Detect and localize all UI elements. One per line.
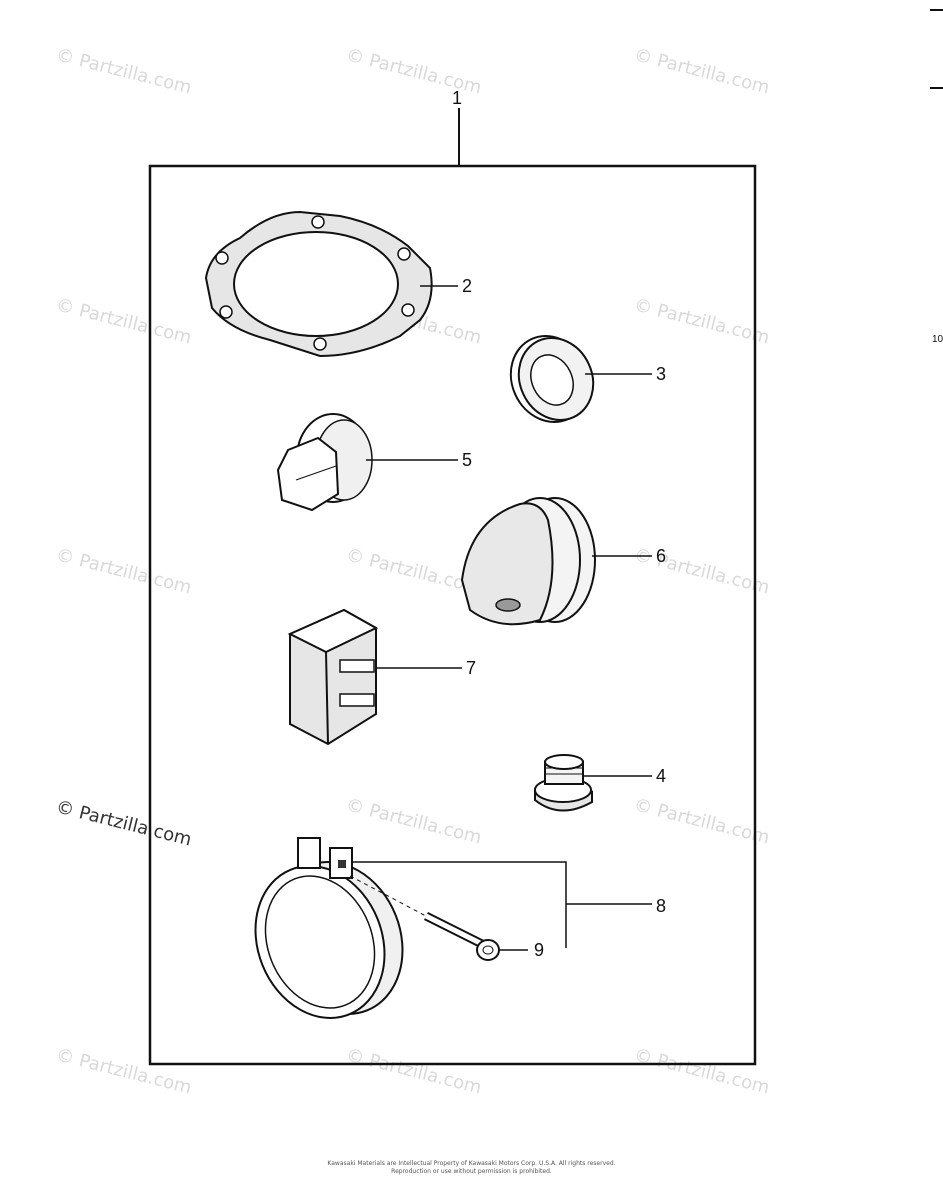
callout-7: 7	[466, 658, 476, 678]
watermark-layer: © Partzilla.com © Partzilla.com © Partzi…	[54, 44, 772, 1098]
band-clamp-icon	[254, 837, 404, 1019]
watermark: © Partzilla.com	[632, 44, 772, 98]
gasket-icon	[204, 210, 433, 358]
copyright-notice: Kawasaki Materials are Intellectual Prop…	[0, 1160, 943, 1176]
screw-icon	[423, 911, 500, 961]
watermark: © Partzilla.com	[632, 1044, 772, 1098]
copyright-line: Kawasaki Materials are Intellectual Prop…	[327, 1160, 616, 1167]
watermark: © Partzilla.com	[632, 794, 772, 848]
rubber-plug-icon	[276, 413, 373, 512]
callout-9: 9	[534, 940, 544, 960]
callout-8: 8	[656, 896, 666, 916]
watermark: © Partzilla.com	[54, 44, 194, 98]
callout-3: 3	[656, 364, 666, 384]
callout-5: 5	[462, 450, 472, 470]
callout-1: 1	[452, 88, 462, 108]
watermark: © Partzilla.com	[344, 44, 484, 98]
watermark: © Partzilla.com	[54, 544, 194, 598]
rubber-block-icon	[287, 608, 379, 746]
watermark-prominent: © Partzilla.com	[54, 796, 194, 850]
leader-8	[352, 861, 652, 948]
watermark: © Partzilla.com	[54, 294, 194, 348]
callout-2: 2	[462, 276, 472, 296]
watermark: © Partzilla.com	[344, 794, 484, 848]
watermark: © Partzilla.com	[344, 1044, 484, 1098]
copyright-line: Reproduction or use without permission i…	[391, 1168, 552, 1175]
screw-axis-line	[349, 875, 427, 917]
watermark: © Partzilla.com	[632, 294, 772, 348]
callout-6: 6	[656, 546, 666, 566]
callout-4: 4	[656, 766, 666, 786]
kit-frame	[148, 164, 757, 1066]
rubber-boot-icon	[460, 497, 596, 626]
edge-label: 10	[932, 334, 943, 345]
threaded-plug-icon	[534, 754, 593, 812]
washer-icon	[509, 335, 595, 423]
watermark: © Partzilla.com	[632, 544, 772, 598]
watermark: © Partzilla.com	[54, 1044, 194, 1098]
